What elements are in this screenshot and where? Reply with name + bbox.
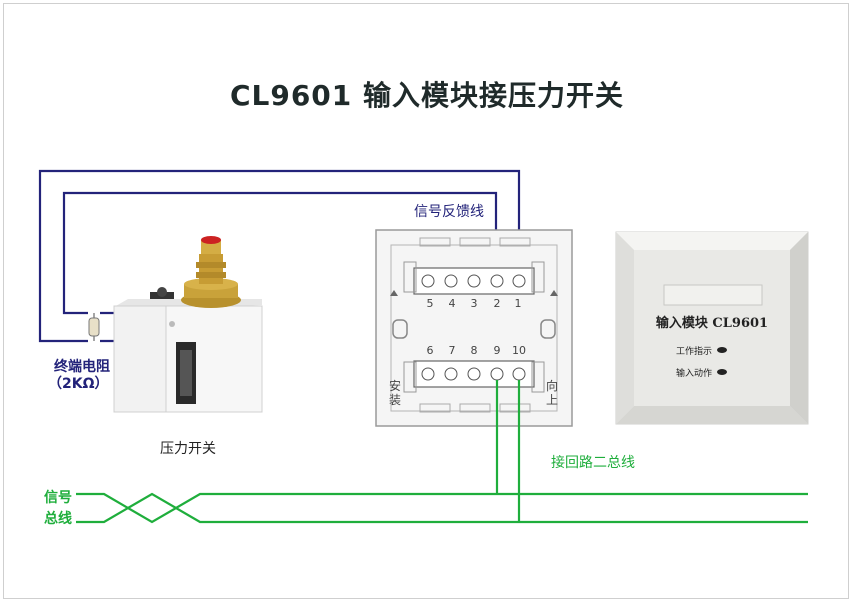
indicator-input-label: 输入动作 xyxy=(676,367,712,379)
terminal-screws-bottom xyxy=(421,367,526,381)
feedback-wire-outer xyxy=(38,169,521,343)
feedback-wire-inner xyxy=(62,191,498,315)
terminal-number: 4 xyxy=(449,297,456,310)
terminal-number: 8 xyxy=(471,344,478,357)
side-label: 上 xyxy=(546,393,558,407)
terminal-number: 9 xyxy=(494,344,501,357)
bus-wires xyxy=(76,380,808,524)
pressure-switch-label: 压力开关 xyxy=(160,441,216,457)
side-label: 装 xyxy=(389,393,401,407)
module-front xyxy=(615,231,809,425)
indicator-work-label: 工作指示 xyxy=(676,345,712,357)
side-label: 向 xyxy=(546,378,558,393)
terminal-number: 6 xyxy=(427,344,434,357)
module-model-label: 输入模块 CL9601 xyxy=(656,315,768,331)
terminal-number: 3 xyxy=(471,297,478,310)
loop-bus-label: 接回路二总线 xyxy=(551,455,635,471)
terminal-numbers: 5 4 3 2 1 6 7 8 9 10 安 装 向 上 xyxy=(389,297,558,407)
diagram-title: CL9601 输入模块接压力开关 xyxy=(229,79,625,112)
end-resistor xyxy=(88,313,100,341)
terminal-number: 2 xyxy=(494,297,501,310)
terminal-number: 10 xyxy=(512,344,526,357)
module-back xyxy=(375,229,573,427)
terminal-number: 7 xyxy=(449,344,456,357)
module-front-text: 输入模块 CL9601 工作指示 输入动作 xyxy=(656,315,768,379)
feedback-wires xyxy=(38,169,521,343)
terminal-number: 1 xyxy=(515,297,522,310)
signal-feedback-label: 信号反馈线 xyxy=(414,204,484,220)
signal-bus-label: 信号 xyxy=(44,490,72,506)
terminal-number: 5 xyxy=(427,297,434,310)
pressure-switch-device xyxy=(113,236,263,413)
diagram-frame xyxy=(3,3,849,599)
end-resistor-value: （2KΩ） xyxy=(48,376,109,392)
end-resistor-label: 终端电阻 xyxy=(54,359,110,375)
side-label: 安 xyxy=(389,378,401,393)
terminal-screws-top xyxy=(421,274,526,288)
signal-bus-label-2: 总线 xyxy=(44,511,72,527)
